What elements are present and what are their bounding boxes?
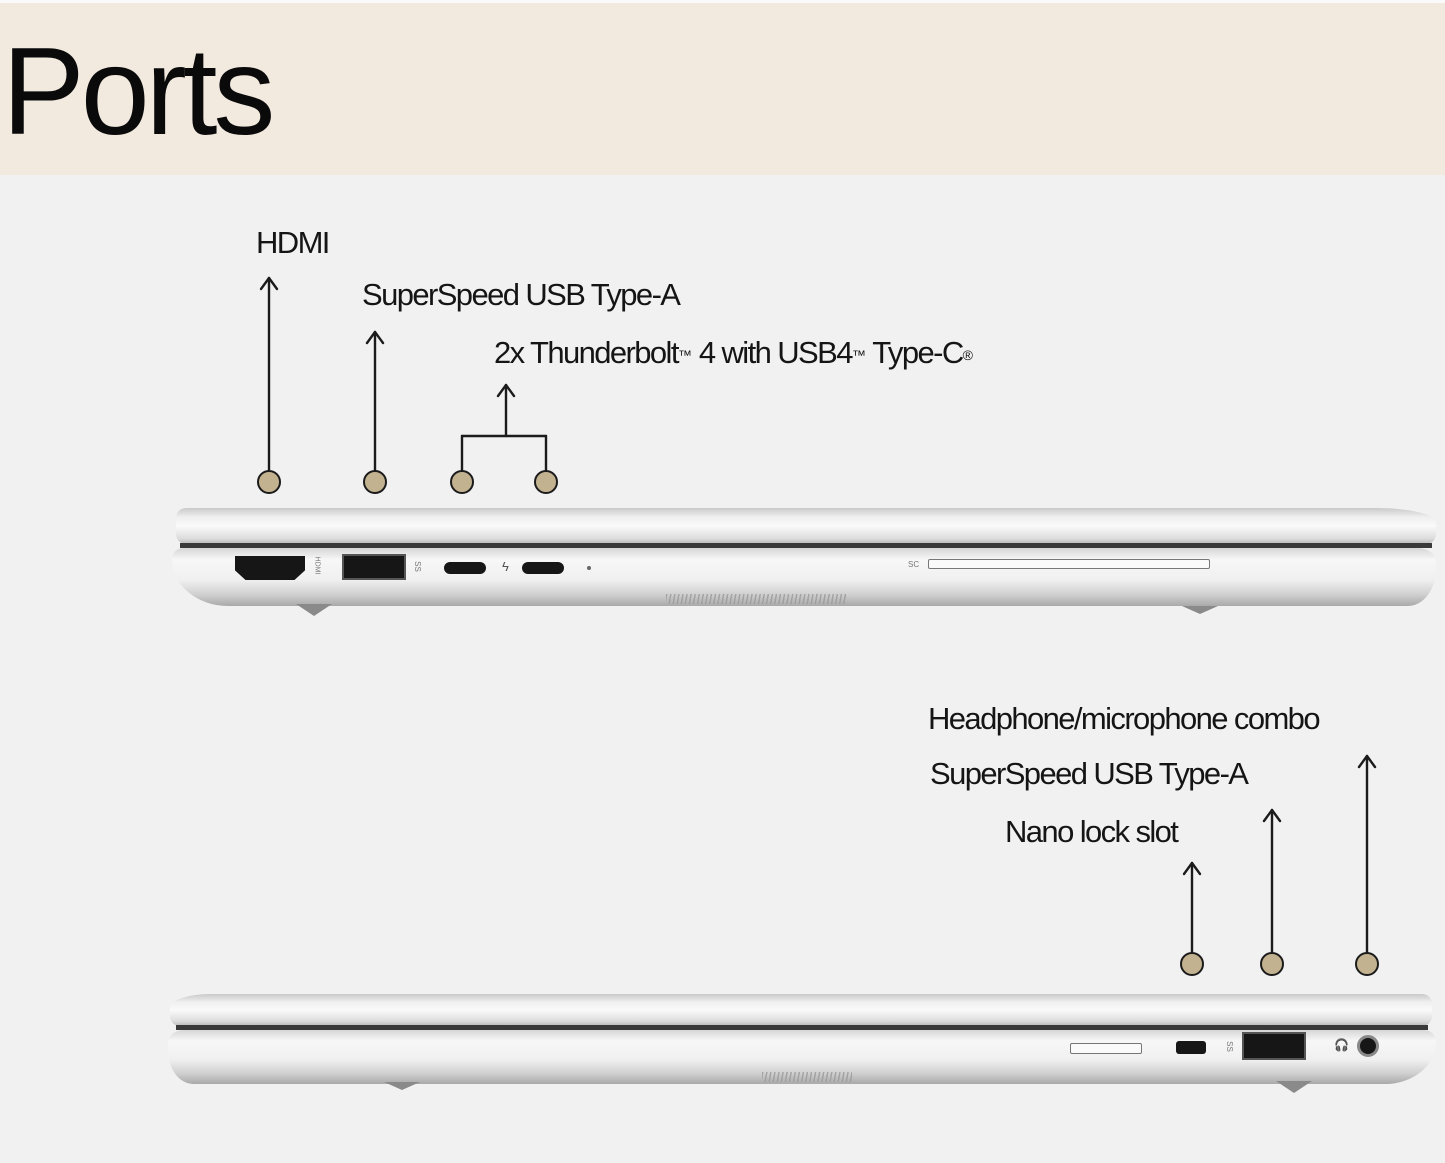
callout-label-usb-a-left: SuperSpeed USB Type-A [362, 277, 681, 312]
hdmi-port [235, 556, 305, 580]
thunderbolt-port-1 [444, 562, 486, 574]
callout-dot-thunderbolt-1 [450, 470, 474, 494]
callout-dot-usb-a-left [363, 470, 387, 494]
usb-port-mark: SS [412, 561, 422, 572]
laptop-lid [176, 508, 1436, 544]
headphone-icon: 🎧 [1334, 1038, 1349, 1052]
trademark-mark: ™ [677, 347, 692, 363]
laptop-foot [384, 1082, 420, 1090]
callout-dot-thunderbolt-2 [534, 470, 558, 494]
thunderbolt-port-2 [522, 562, 564, 574]
smartcard-slot [928, 559, 1210, 569]
nano-lock-slot [1176, 1041, 1206, 1054]
header-band: Ports [0, 0, 1445, 175]
callout-dot-usb-a-right [1260, 952, 1284, 976]
headphone-jack [1357, 1035, 1379, 1057]
callout-label-thunderbolt: 2x Thunderbolt™ 4 with USB4™ Type-C® [494, 335, 973, 371]
thunderbolt-label-mid: 4 with USB4 [691, 335, 854, 370]
laptop-vent [762, 1072, 852, 1082]
registered-mark: ® [962, 347, 973, 363]
status-led [587, 566, 591, 570]
callout-dot-nano-lock [1180, 952, 1204, 976]
callout-dot-hdmi [257, 470, 281, 494]
thunderbolt-label-main: 2x Thunderbolt [494, 335, 679, 370]
usb-a-port-right [1242, 1032, 1306, 1060]
laptop-foot [1276, 1081, 1312, 1093]
callout-dot-headphone [1355, 952, 1379, 976]
hdmi-port-mark: HDMI [313, 556, 321, 575]
page-title: Ports [2, 23, 275, 161]
laptop-vent [666, 594, 846, 604]
callout-label-nano-lock: Nano lock slot [1005, 814, 1179, 849]
sd-card-slot [1070, 1043, 1142, 1054]
laptop-hinge-gap [176, 1025, 1428, 1030]
laptop-hinge-gap [180, 543, 1432, 548]
usb-port-mark: SS [1224, 1041, 1234, 1052]
callout-label-headphone: Headphone/microphone combo [928, 701, 1321, 736]
callout-label-usb-a-right: SuperSpeed USB Type-A [930, 756, 1249, 791]
laptop-foot [1182, 606, 1218, 614]
callout-label-hdmi: HDMI [256, 225, 330, 260]
trademark-mark: ™ [851, 347, 866, 363]
laptop-lid [170, 994, 1432, 1026]
thunderbolt-icon: ϟ [502, 559, 509, 574]
thunderbolt-label-end: Type-C [865, 335, 964, 370]
laptop-foot [296, 604, 332, 616]
usb-a-port-left [342, 554, 406, 580]
smartcard-mark: SC [908, 560, 920, 569]
